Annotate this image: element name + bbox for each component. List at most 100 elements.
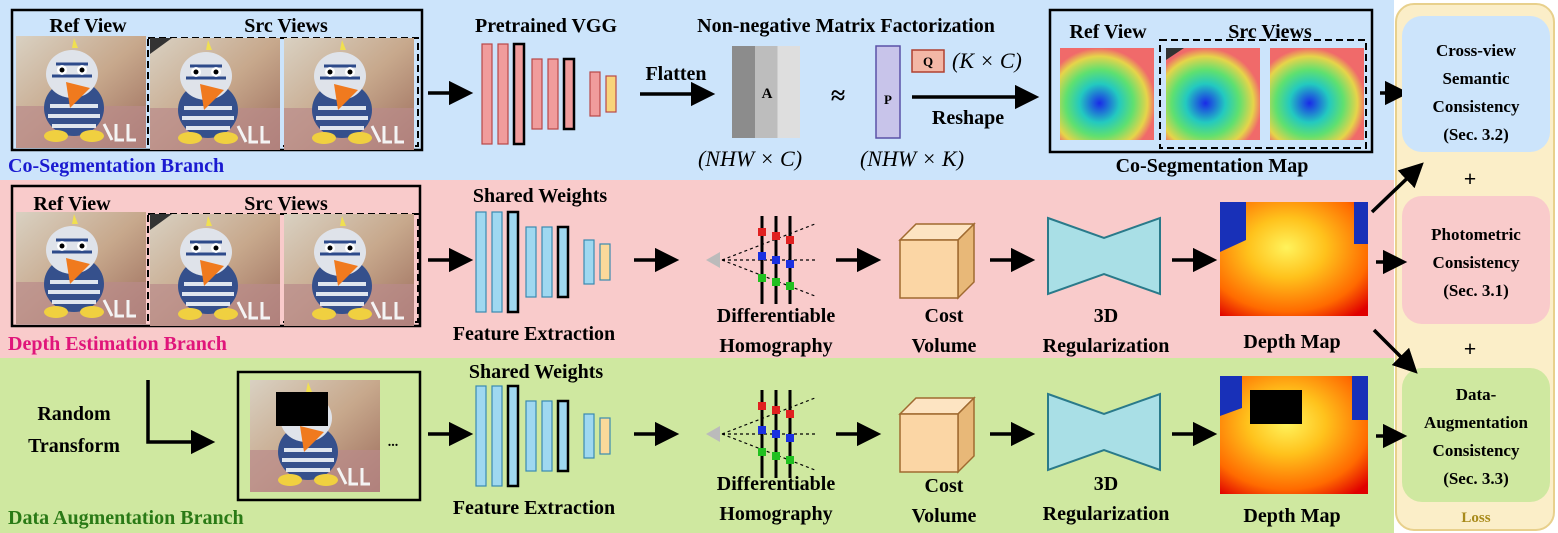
layer-bar [491, 211, 503, 313]
map-src-label: Src Views [1228, 21, 1312, 43]
cube-front [899, 239, 959, 299]
layer-bar [506, 384, 520, 488]
sample-point [772, 256, 780, 264]
semantic-loss-box [1402, 16, 1550, 152]
homography-label-1: Differentiable [717, 473, 836, 495]
feature-extraction-label: Feature Extraction [453, 497, 615, 519]
feature-extractor [475, 210, 611, 314]
vgg-network: Pretrained VGG [475, 15, 617, 146]
reg-label-2: Regularization [1043, 335, 1170, 357]
semantic-loss-line-2: Semantic [1442, 69, 1510, 88]
depth-map-label: Depth Map [1243, 505, 1340, 527]
aug-branch-title: Data Augmentation Branch [8, 507, 244, 529]
sample-point [758, 274, 766, 282]
photometric-loss-line-3: (Sec. 3.1) [1443, 281, 1509, 300]
approx-symbol: ≈ [831, 81, 845, 110]
augmentation-loss-box [1402, 368, 1550, 502]
reg-label-1: 3D [1094, 473, 1118, 495]
homography-label-2: Homography [719, 335, 832, 357]
sample-point [772, 232, 780, 240]
regularization-icon [1047, 392, 1161, 472]
nmf-label: Non-negative Matrix Factorization [697, 15, 995, 37]
coseg-map-frame [1048, 8, 1374, 154]
aug-image-frame [236, 370, 422, 502]
layer-bar [599, 417, 611, 455]
depth-ref-image [14, 210, 148, 326]
coseg-map-group: Ref View Src Views Co-Segmentation Map [1048, 8, 1374, 177]
layer-bar [541, 400, 553, 472]
shared-weights-label: Shared Weights [469, 361, 604, 383]
depth-src-dashed-frame [147, 213, 419, 323]
sample-point [772, 452, 780, 460]
camera-icon [706, 252, 720, 268]
mask-block [1250, 390, 1302, 424]
sample-point [758, 252, 766, 260]
feature-extraction-label: Feature Extraction [453, 323, 615, 345]
sample-point [772, 430, 780, 438]
layer-bar [481, 43, 493, 145]
matrix-q-label: Q [923, 54, 933, 69]
heat-map-ref [1060, 48, 1154, 140]
sample-point [786, 236, 794, 244]
homography-icon [706, 216, 817, 304]
coseg-src-image-1 [148, 36, 282, 152]
matrix-p [875, 45, 901, 139]
layer-bar [556, 225, 570, 299]
feature-extractor [475, 384, 611, 488]
elbow-arrow [146, 380, 216, 455]
plus-sign: + [1464, 166, 1477, 191]
layer-bar [531, 58, 543, 130]
cube-front [899, 413, 959, 473]
reg-label-1: 3D [1094, 305, 1118, 327]
depth-views-group: Ref View Src Views [10, 184, 422, 328]
regularization-icon [1047, 216, 1161, 296]
arrow [1370, 162, 1424, 214]
matrix-a [732, 46, 800, 138]
aug-branch-background [0, 358, 1394, 533]
ray-line [721, 397, 817, 435]
photometric-loss-line-1: Photometric [1431, 225, 1521, 244]
layer-bar [525, 400, 537, 472]
layer-bar [525, 226, 537, 298]
arrow [1372, 328, 1418, 374]
homography-label-2: Homography [719, 503, 832, 525]
p-dimension: (NHW × K) [860, 146, 964, 171]
layer-bar [599, 243, 611, 281]
random-label: Random [37, 403, 111, 425]
heat-map-src-1 [1166, 48, 1260, 140]
cost-label-2: Volume [912, 335, 977, 357]
cost-label-1: Cost [925, 305, 964, 327]
photometric-loss-box [1402, 196, 1550, 324]
coseg-ref-label: Ref View [49, 15, 127, 37]
sample-point [786, 456, 794, 464]
semantic-loss-line-4: (Sec. 3.2) [1443, 125, 1509, 144]
mask-block [276, 392, 328, 426]
hourglass-shape [1047, 216, 1161, 296]
layer-bar [497, 43, 509, 145]
semantic-loss-line-1: Cross-view [1436, 41, 1517, 60]
hourglass-shape [1047, 392, 1161, 472]
depth-map-far-region [1220, 202, 1246, 252]
coseg-src-image-2 [282, 36, 416, 152]
aug-loss-line-2: Augmentation [1424, 413, 1528, 432]
layer-bar [491, 385, 503, 487]
depth-map-far-region [1354, 202, 1368, 244]
depth-map-label: Depth Map [1243, 331, 1340, 353]
depth-map-far-region [1220, 376, 1242, 416]
depth-src-image-2 [282, 212, 416, 328]
cost-volume-icon [898, 396, 976, 474]
layer-bar [475, 385, 487, 487]
shared-weights-label: Shared Weights [473, 185, 608, 207]
sample-point [786, 434, 794, 442]
homography-label-1: Differentiable [717, 305, 836, 327]
ray-line [721, 259, 817, 297]
layer-bar [583, 239, 595, 285]
corner-marker-icon [1166, 48, 1184, 60]
ellipsis: ... [388, 435, 399, 450]
photometric-loss-line-2: Consistency [1433, 253, 1520, 272]
layer-bar [556, 399, 570, 473]
coseg-map-caption: Co-Segmentation Map [1116, 155, 1309, 177]
plus-sign: + [1464, 336, 1477, 361]
